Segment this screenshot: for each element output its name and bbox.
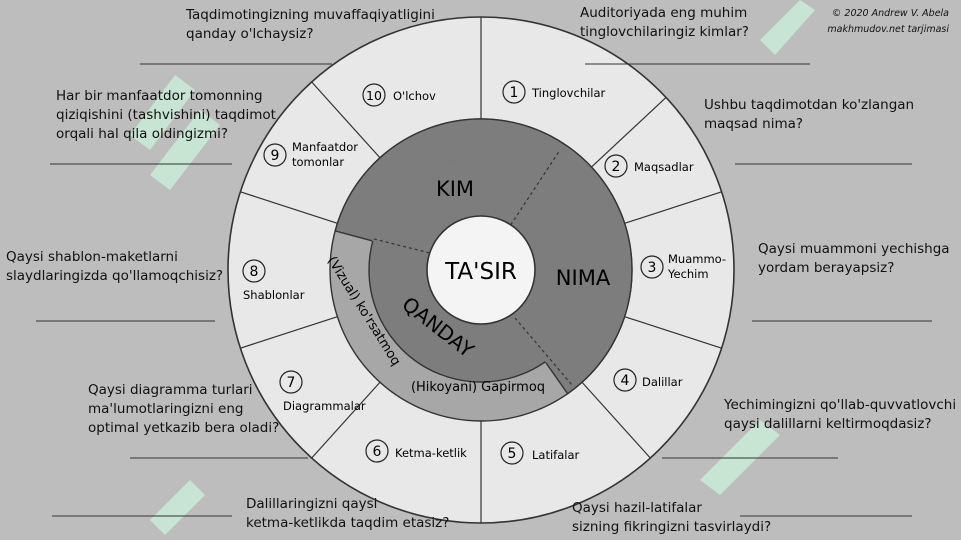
segment-label: O'lchov — [393, 89, 436, 103]
question-anecdotes: Qaysi hazil-latifalar sizning fikringizn… — [572, 500, 772, 535]
watermark-logo — [130, 0, 815, 535]
segment-2: 2 Maqsadlar — [604, 154, 694, 178]
segment-number: 8 — [250, 264, 259, 280]
question-measurement: Taqdimotingizning muvaffaqiyatligini qan… — [186, 7, 435, 42]
question-audience: Auditoriyada eng muhim tinglovchilaringi… — [580, 5, 749, 40]
segment-divider — [311, 381, 381, 459]
segment-divider — [581, 381, 651, 459]
segment-label: Ketma-ketlik — [395, 446, 467, 460]
kim-label: KIM — [436, 177, 474, 201]
credit: © 2020 Andrew V. Abela makhmudov.net tar… — [827, 6, 949, 38]
question-stakeholders: Har bir manfaatdor tomonning qiziqishini… — [56, 88, 276, 142]
segment-4: 4 Dalillar — [613, 368, 683, 392]
segment-number: 4 — [621, 373, 630, 389]
segment-3: 3 Muammo-Yechim — [640, 252, 726, 281]
segment-number-circle — [242, 259, 266, 283]
nima-label: NIMA — [556, 266, 611, 290]
segment-number-circle — [604, 154, 628, 178]
segment-divider — [624, 316, 722, 349]
question-evidence: Yechimingizni qo'llab-quvvatlovchi qaysi… — [724, 397, 957, 432]
segment-label: Latifalar — [532, 448, 579, 462]
segment-divider — [311, 81, 381, 159]
segment-1: 1 Tinglovchilar — [502, 80, 606, 104]
segment-number-circle — [502, 80, 526, 104]
segment-5: 5 Latifalar — [500, 441, 579, 465]
question-underlines — [36, 63, 932, 517]
segment-number: 3 — [648, 260, 657, 276]
segment-number-circle — [365, 439, 389, 463]
credit-translator: makhmudov.net tarjimasi — [827, 24, 949, 35]
segment-divider — [624, 191, 722, 224]
segment-number-circle — [279, 370, 303, 394]
dotted-separator-nima-qanday — [514, 317, 573, 386]
question-problem-solution: Qaysi muammoni yechishga yordam berayaps… — [758, 241, 950, 276]
segment-divider — [240, 316, 338, 349]
segment-number: 7 — [287, 375, 296, 391]
segment-label: Maqsadlar — [634, 160, 694, 174]
segment-number: 6 — [373, 444, 382, 460]
segment-number-circle — [640, 255, 664, 279]
segment-number-circle — [263, 143, 287, 167]
segment-10: 10 O'lchov — [362, 83, 436, 107]
segment-number-circle — [613, 368, 637, 392]
segment-divider — [591, 97, 667, 168]
segment-number: 9 — [271, 148, 280, 164]
question-templates: Qaysi shablon-maketlarni slaydlaringizda… — [6, 249, 224, 284]
credit-author: © 2020 Andrew V. Abela — [831, 8, 949, 19]
tasir-center-circle — [426, 215, 536, 325]
segment-label: Tinglovchilar — [531, 86, 606, 100]
segment-number: 10 — [366, 88, 382, 103]
question-sequence: Dalillaringizni qaysi ketma-ketlikda taq… — [246, 496, 450, 531]
question-objectives: Ushbu taqdimotdan ko'zlangan maqsad nima… — [704, 97, 915, 132]
segment-number: 5 — [508, 446, 517, 462]
segment-number-circle — [500, 441, 524, 465]
segment-label: Dalillar — [642, 375, 683, 389]
segment-number-circle — [362, 83, 386, 107]
segment-label: Diagrammalar — [283, 399, 366, 413]
tasir-label: TA'SIR — [444, 259, 517, 285]
segment-dividers — [240, 17, 722, 523]
segment-divider — [240, 191, 338, 224]
segment-label: Muammo-Yechim — [667, 252, 726, 281]
segment-number: 1 — [510, 85, 519, 101]
hikoyani-label: (Hikoyani) Gapirmoq — [411, 380, 545, 395]
segment-6: 6 Ketma-ketlik — [365, 439, 467, 463]
segment-number: 2 — [612, 159, 621, 175]
question-diagrams: Qaysi diagramma turlari ma'lumotlaringiz… — [88, 382, 280, 436]
segment-label: Shablonlar — [243, 288, 305, 302]
dotted-separator-kim-qanday — [373, 238, 431, 254]
